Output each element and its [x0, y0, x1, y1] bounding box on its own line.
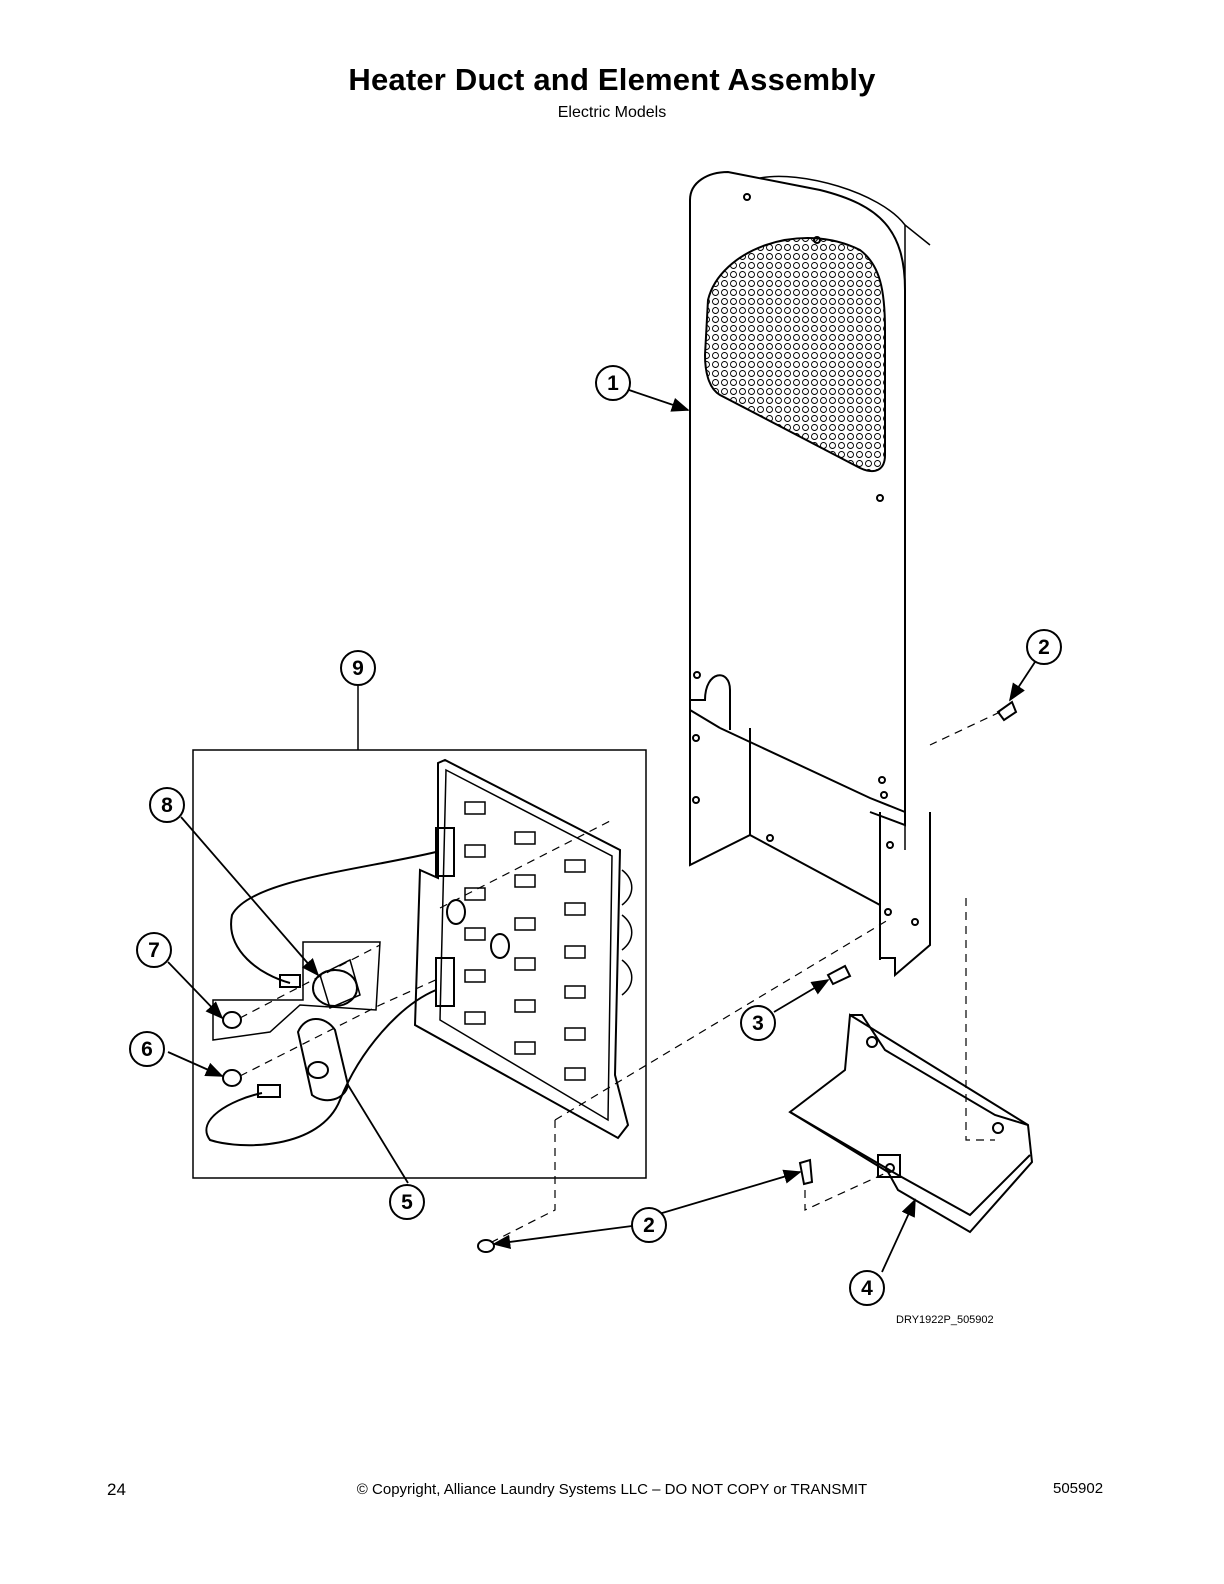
- heater-element-panel: [413, 758, 633, 1140]
- svg-text:9: 9: [352, 657, 364, 680]
- svg-text:5: 5: [401, 1191, 413, 1214]
- callout-6: 6: [129, 1031, 165, 1067]
- callout-1: 1: [595, 365, 631, 401]
- screw-part-3: [826, 964, 852, 986]
- callout-labels: 1 2 2 3 4 5 6 7: [129, 365, 1062, 1306]
- mounting-bracket: [788, 1013, 1034, 1234]
- callout-7: 7: [136, 932, 172, 968]
- callout-2-upper: 2: [1026, 629, 1062, 665]
- svg-text:6: 6: [141, 1038, 153, 1061]
- svg-text:3: 3: [752, 1012, 764, 1035]
- heater-duct: [689, 170, 931, 978]
- callout-5: 5: [389, 1184, 425, 1220]
- callout-9: 9: [340, 650, 376, 686]
- callout-2-lower: 2: [631, 1207, 667, 1243]
- callout-8: 8: [149, 787, 185, 823]
- wire-harness: [205, 851, 437, 1147]
- assembly-lines: [239, 711, 1001, 1245]
- screw-part-2-middle: [798, 1158, 814, 1186]
- screw-part-7: [222, 1011, 242, 1029]
- page-title: Heater Duct and Element Assembly: [348, 62, 876, 97]
- document-number: 505902: [1053, 1480, 1104, 1497]
- drawing-id: DRY1922P_505902: [896, 1314, 994, 1326]
- svg-text:2: 2: [1038, 636, 1050, 659]
- fuse-part: [296, 1018, 350, 1102]
- page-subtitle: Electric Models: [557, 104, 667, 121]
- screw-part-2-upper: [996, 700, 1018, 722]
- svg-text:8: 8: [161, 794, 173, 817]
- copyright-notice: © Copyright, Alliance Laundry Systems LL…: [356, 1481, 868, 1498]
- thermostat-part: [212, 941, 381, 1041]
- svg-text:2: 2: [643, 1214, 655, 1237]
- page-number: 24: [107, 1480, 126, 1499]
- svg-text:7: 7: [148, 939, 160, 962]
- callout-4: 4: [849, 1270, 885, 1306]
- element-assembly-frame: [192, 749, 647, 1179]
- callout-3: 3: [740, 1005, 776, 1041]
- screw-part-6: [222, 1069, 242, 1087]
- svg-text:1: 1: [607, 372, 619, 395]
- svg-text:4: 4: [861, 1277, 873, 1300]
